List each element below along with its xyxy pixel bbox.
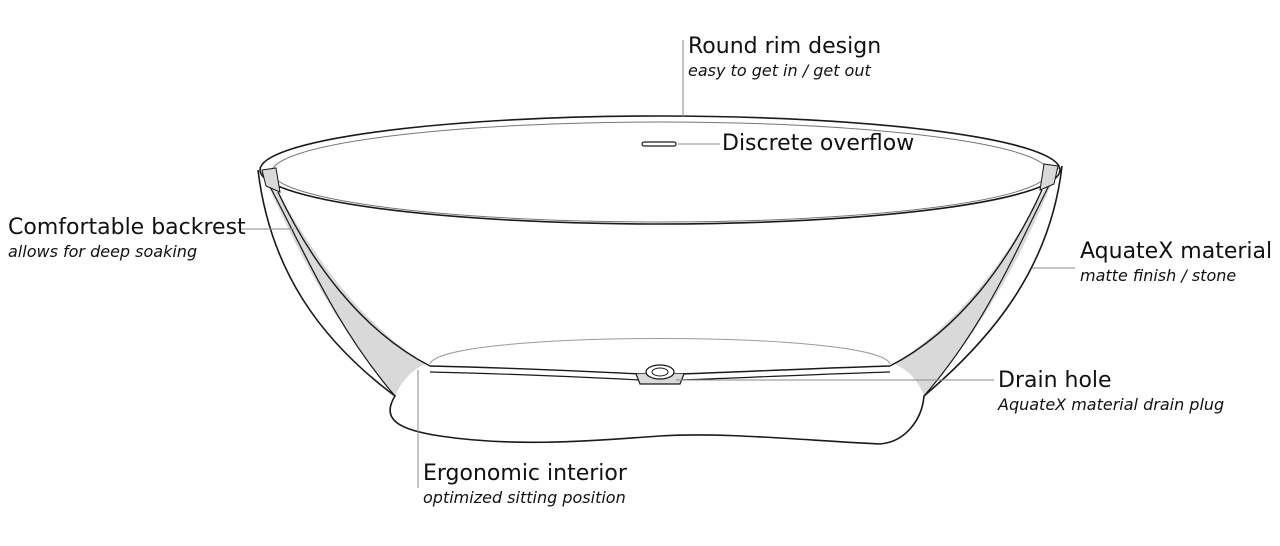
- right-inner-wall: [889, 189, 1043, 367]
- rim-subtitle: easy to get in / get out: [688, 61, 871, 80]
- overflow-slot: [641, 141, 677, 147]
- left-inner-wall: [277, 191, 431, 367]
- floor-back-arc: [429, 338, 891, 365]
- callout-drain: Drain hole AquateX material drain plug: [998, 368, 1224, 416]
- right-outer-wall: [923, 167, 1059, 397]
- overflow-title: Discrete overflow: [722, 131, 915, 156]
- rim-outer: [259, 115, 1061, 225]
- interior-subtitle: optimized sitting position: [423, 488, 626, 507]
- rim-title: Round rim design: [688, 34, 882, 59]
- drain-title: Drain hole: [998, 368, 1112, 393]
- tub-outer-body: [257, 165, 1063, 445]
- material-subtitle: matte finish / stone: [1080, 266, 1237, 285]
- backrest-title: Comfortable backrest: [8, 215, 246, 240]
- left-wall-section: [262, 171, 425, 396]
- callout-backrest: Comfortable backrest allows for deep soa…: [8, 215, 246, 263]
- right-rim-cut: [1039, 163, 1059, 191]
- interior-title: Ergonomic interior: [423, 461, 627, 486]
- callout-material: AquateX material matte finish / stone: [1080, 239, 1272, 287]
- left-rim-cut: [261, 167, 281, 193]
- material-title: AquateX material: [1080, 239, 1273, 264]
- callout-overflow: Discrete overflow: [722, 131, 914, 157]
- drain-subtitle: AquateX material drain plug: [998, 395, 1225, 414]
- backrest-subtitle: allows for deep soaking: [8, 242, 198, 261]
- right-wall-section: [895, 167, 1058, 396]
- drain-hole-shape: [635, 364, 685, 385]
- left-outer-wall: [261, 171, 396, 397]
- callout-interior: Ergonomic interior optimized sitting pos…: [423, 461, 627, 509]
- callout-rim: Round rim design easy to get in / get ou…: [688, 34, 881, 82]
